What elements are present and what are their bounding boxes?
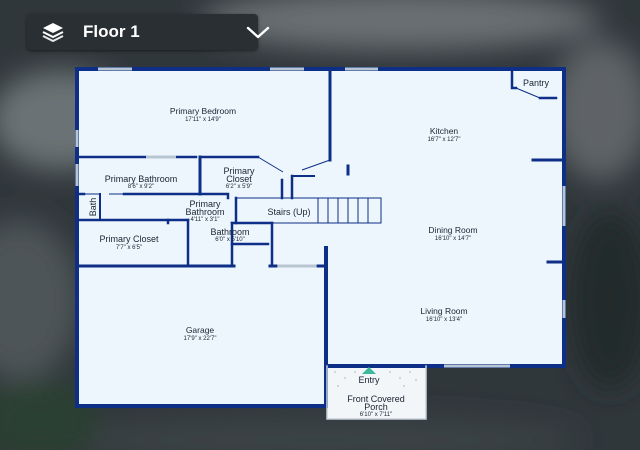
room-label-pantry: Pantry: [523, 78, 550, 88]
room-label-front-porch-line1: Front Covered: [347, 394, 405, 404]
layers-icon: [42, 23, 64, 42]
room-label-garage: Garage: [186, 325, 215, 335]
room-label-primary-closet-line1: Primary: [224, 166, 255, 176]
windows: [75, 67, 566, 368]
walls: [75, 67, 566, 420]
floor-selector-label: Floor 1: [83, 22, 140, 41]
room-dims-primary-bathroom: 8'6" x 9'2": [128, 184, 154, 190]
room-dims-bathroom: 6'0" x 5'10": [215, 237, 245, 243]
room-dims-primary-closet-lower: 7'7" x 6'5": [116, 245, 142, 251]
entry-marker-icon[interactable]: [362, 367, 376, 374]
room-label-kitchen: Kitchen: [430, 126, 459, 136]
room-label-primary-bathroom: Primary Bathroom: [105, 174, 178, 184]
room-label-primary-closet-line2: Closet: [226, 174, 252, 184]
room-dims-primary-closet-upper: 6'2" x 5'9": [226, 184, 252, 190]
chevron-down-icon[interactable]: [246, 26, 270, 40]
room-label-primary-closet-lower: Primary Closet: [99, 234, 159, 244]
door-swings: [84, 87, 541, 195]
room-dims-kitchen: 16'7" x 12'7": [428, 137, 461, 143]
room-label-primary-bedroom: Primary Bedroom: [170, 106, 236, 116]
room-dims-living-room: 16'10" x 13'4": [426, 317, 462, 323]
room-label-dining-room: Dining Room: [428, 225, 477, 235]
room-label-primary-bathroom-small-line1: Primary: [190, 199, 221, 209]
porch-texture: [334, 371, 417, 387]
room-label-stairs: Stairs (Up): [267, 207, 310, 217]
stairs-treads: [235, 197, 382, 224]
room-label-living-room: Living Room: [420, 306, 467, 316]
room-dims-front-porch: 6'10" x 7'11": [360, 412, 392, 418]
room-dims-garage: 17'9" x 22'7": [184, 336, 217, 342]
room-label-front-porch-line2: Porch: [364, 402, 388, 412]
room-label-primary-bathroom-small-line2: Bathroom: [185, 207, 224, 217]
room-dims-primary-bathroom-small: 4'11" x 3'1": [190, 217, 219, 223]
room-dims-dining-room: 16'10" x 14'7": [435, 236, 471, 242]
room-dims-primary-bedroom: 17'11" x 14'9": [185, 117, 221, 123]
floor-selector-dropdown[interactable]: Floor 1: [27, 14, 270, 50]
room-label-entry: Entry: [358, 375, 380, 385]
room-label-bath: Bath: [88, 198, 98, 217]
room-label-bathroom: Bathroom: [210, 227, 249, 237]
